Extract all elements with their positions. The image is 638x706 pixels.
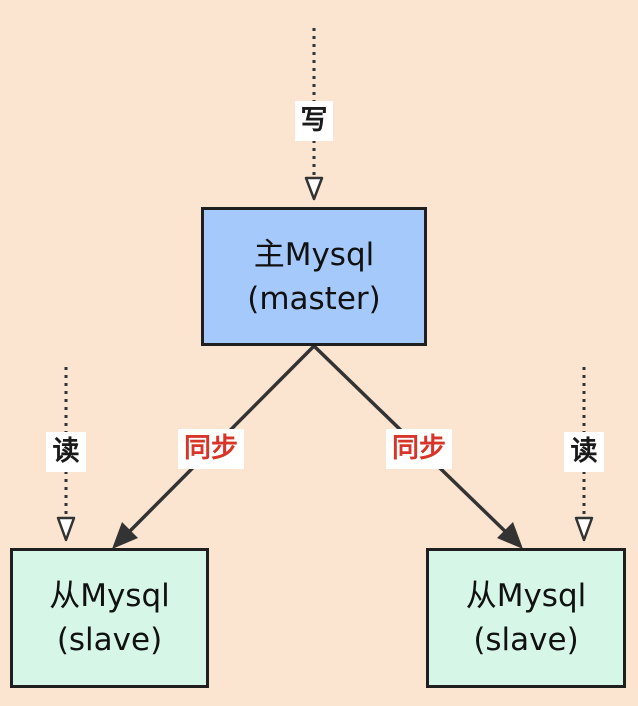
slave-left-node: 从Mysql (slave): [10, 548, 209, 688]
sync-left-label: 同步: [178, 429, 244, 469]
slave-right-node-title: 从Mysql: [465, 578, 587, 614]
slave-left-node-role: (slave): [56, 622, 163, 658]
write-label: 写: [295, 101, 333, 141]
slave-right-node: 从Mysql (slave): [426, 548, 626, 688]
master-node-title: 主Mysql: [253, 236, 375, 273]
read-left-arrow: [56, 367, 76, 542]
read-right-label: 读: [564, 432, 604, 472]
read-right-arrow: [574, 367, 594, 542]
slave-right-node-role: (slave): [473, 622, 579, 658]
slave-left-node-title: 从Mysql: [49, 578, 170, 614]
master-node: 主Mysql (master): [201, 207, 427, 346]
master-node-role: (master): [247, 280, 381, 317]
sync-right-label: 同步: [386, 429, 452, 469]
read-left-label: 读: [46, 432, 86, 472]
